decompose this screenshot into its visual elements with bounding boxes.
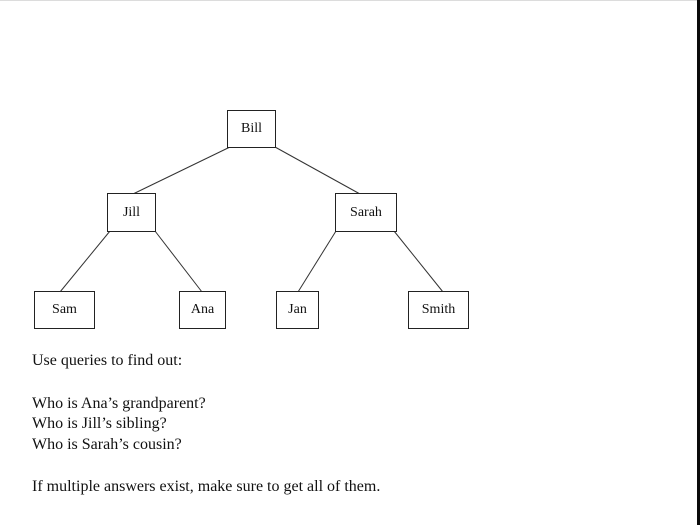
question-sibling: Who is Jill’s sibling? bbox=[32, 415, 167, 432]
instructions-intro: Use queries to find out: bbox=[32, 352, 183, 369]
edge-bill-sarah bbox=[274, 146, 361, 195]
edge-jill-ana bbox=[154, 230, 203, 293]
edge-sarah-jan bbox=[297, 230, 337, 293]
top-border bbox=[0, 0, 700, 1]
node-ana: Ana bbox=[179, 291, 226, 329]
node-jill: Jill bbox=[107, 193, 156, 232]
edge-sarah-smith bbox=[393, 230, 444, 293]
node-smith: Smith bbox=[408, 291, 469, 329]
node-bill: Bill bbox=[227, 110, 276, 148]
instructions-note: If multiple answers exist, make sure to … bbox=[32, 478, 381, 495]
right-edge-shadow bbox=[697, 0, 700, 525]
node-jan: Jan bbox=[276, 291, 319, 329]
edge-jill-sam bbox=[59, 230, 111, 293]
question-grandparent: Who is Ana’s grandparent? bbox=[32, 395, 206, 412]
question-cousin: Who is Sarah’s cousin? bbox=[32, 436, 182, 453]
edge-bill-jill bbox=[132, 146, 231, 195]
node-sam: Sam bbox=[34, 291, 95, 329]
node-sarah: Sarah bbox=[335, 193, 397, 232]
